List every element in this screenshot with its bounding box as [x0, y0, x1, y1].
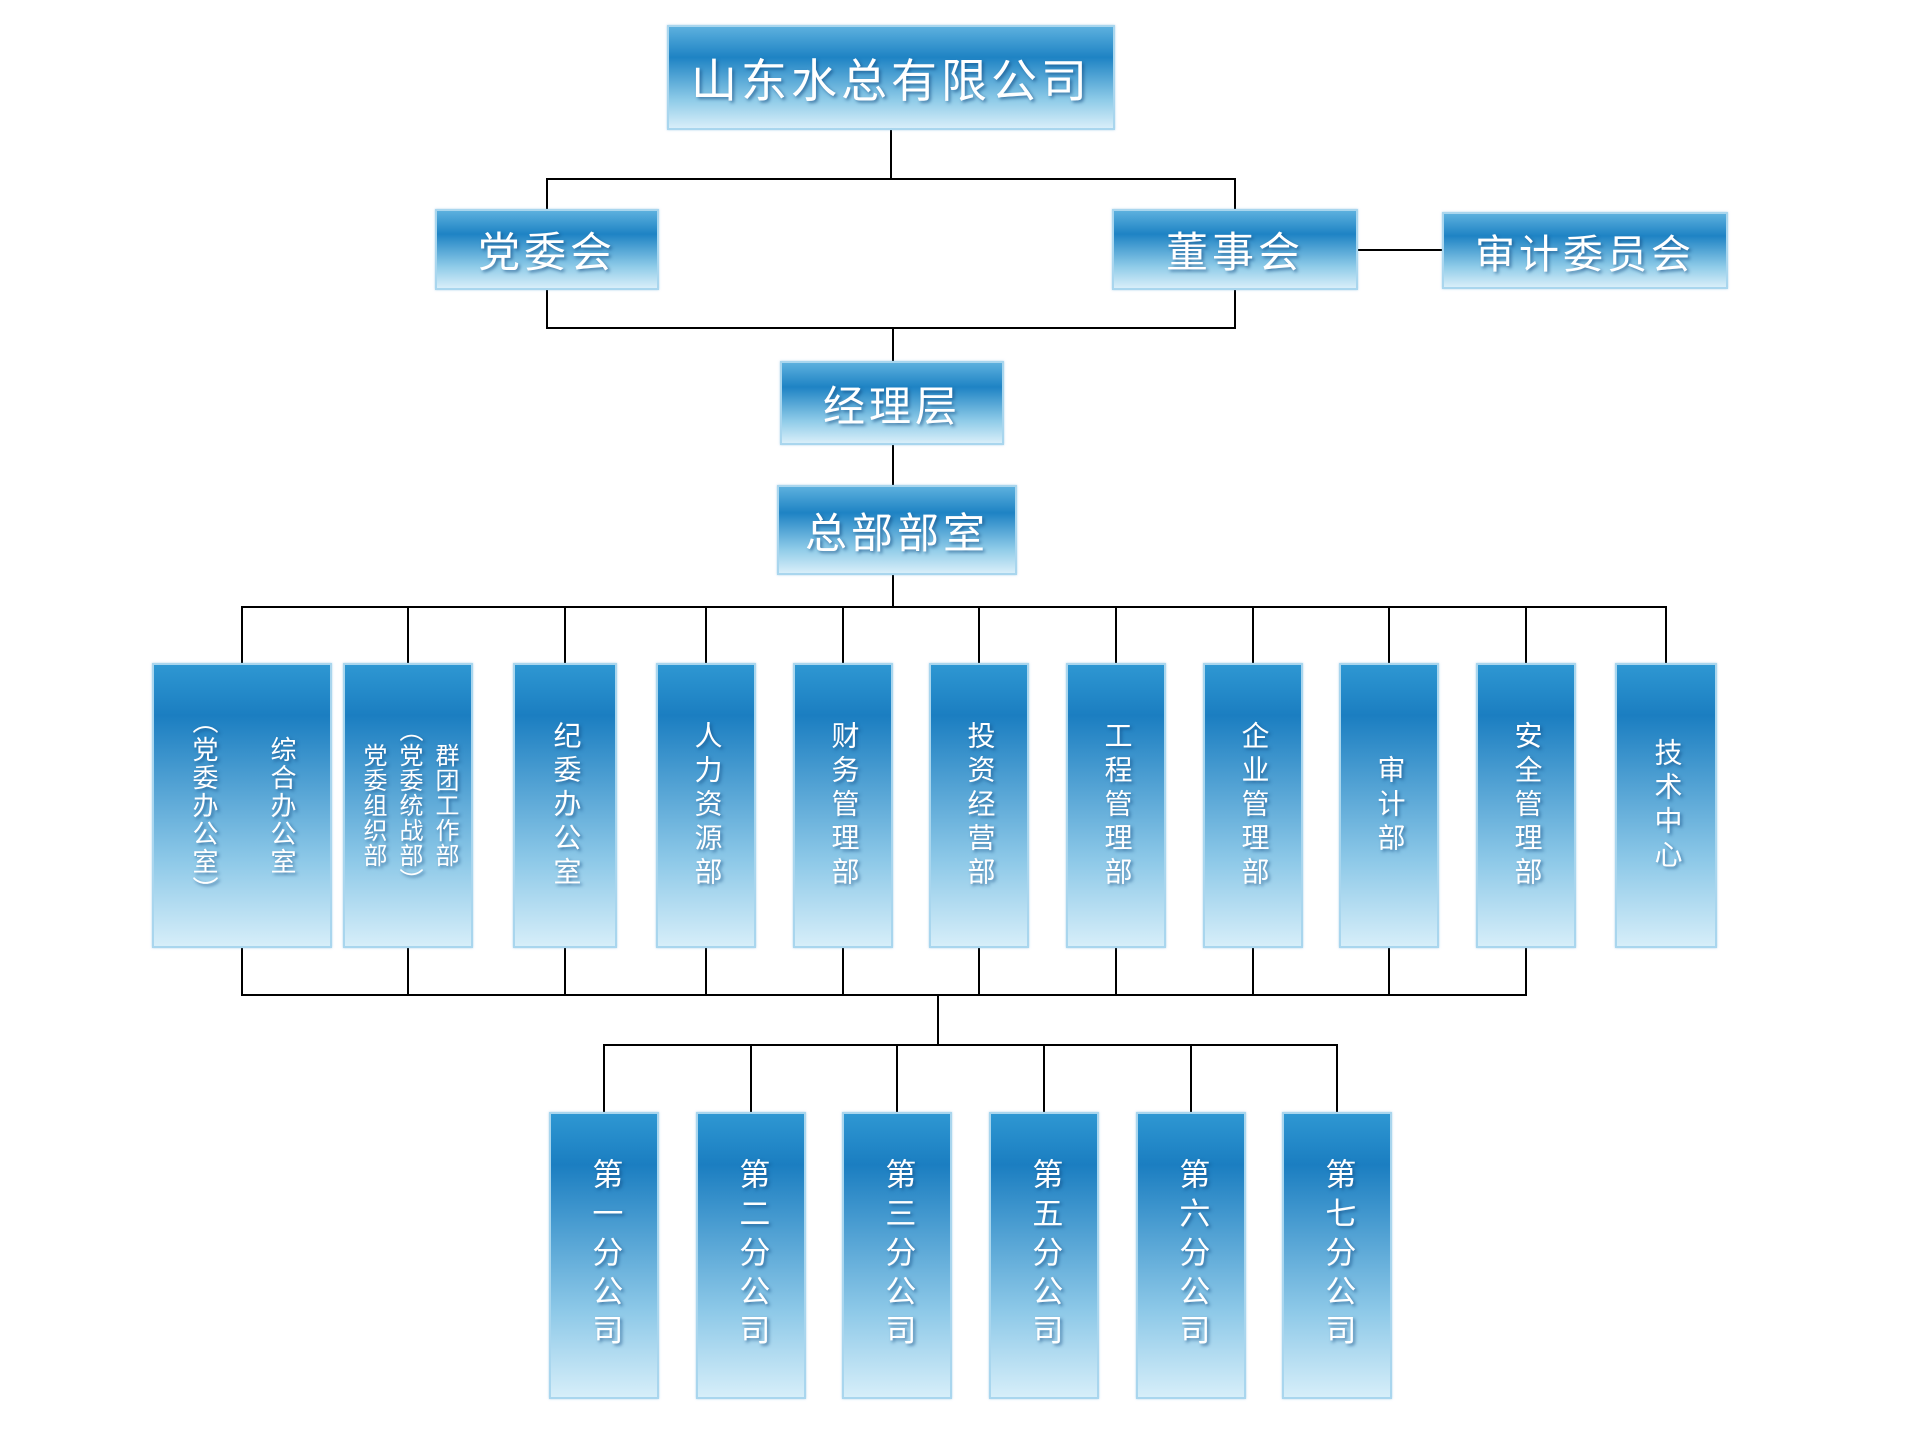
org-node-branch-3-label: 第三分公司 — [880, 1158, 916, 1353]
org-node-company: 山东水总有限公司 — [667, 25, 1115, 130]
connector-line — [1252, 948, 1254, 996]
org-node-audit-committee-label: 审计委员会 — [1475, 231, 1695, 277]
org-node-tech-center: 技术中心 — [1615, 663, 1717, 948]
org-node-investment-dept-label: 投资经营部 — [963, 720, 995, 891]
connector-line — [1388, 948, 1390, 996]
org-node-enterprise-mgmt-dept: 企业管理部 — [1203, 663, 1303, 948]
org-node-branch-3: 第三分公司 — [842, 1112, 952, 1399]
org-node-company-label: 山东水总有限公司 — [691, 55, 1091, 107]
connector-line — [407, 606, 409, 665]
org-node-management-team: 经理层 — [780, 361, 1004, 445]
connector-line — [937, 994, 939, 1046]
org-node-branch-2: 第二分公司 — [696, 1112, 806, 1399]
connector-line — [546, 178, 1236, 180]
org-node-engineering-dept-label: 工程管理部 — [1100, 720, 1132, 891]
org-node-tech-center-label: 技术中心 — [1650, 737, 1682, 874]
org-node-hr-dept-label: 人力资源部 — [690, 720, 722, 891]
connector-line — [546, 178, 548, 211]
connector-line — [1115, 606, 1117, 665]
org-node-hq-departments: 总部部室 — [777, 485, 1017, 575]
connector-line — [1336, 1044, 1338, 1114]
connector-line — [546, 290, 548, 329]
org-node-branch-1-label: 第一分公司 — [587, 1158, 623, 1353]
connector-line — [978, 948, 980, 996]
connector-line — [842, 948, 844, 996]
connector-line — [546, 327, 1236, 329]
connector-line — [750, 1044, 752, 1114]
connector-line — [241, 606, 243, 665]
connector-line — [603, 1044, 1338, 1046]
org-node-branch-5: 第五分公司 — [989, 1112, 1099, 1399]
connector-line — [1525, 606, 1527, 665]
org-node-finance-dept: 财务管理部 — [793, 663, 893, 948]
org-node-branch-5-label: 第五分公司 — [1027, 1158, 1063, 1353]
org-node-organization-dept-label: 群团工作部 （党委统战部） 党委组织部 — [359, 718, 457, 893]
connector-line — [892, 575, 894, 608]
connector-line — [241, 948, 243, 996]
connector-line — [241, 994, 1527, 996]
connector-line — [842, 606, 844, 665]
org-node-hq-label: 总部部室 — [804, 511, 989, 558]
org-node-general-office: 综合办公室 （党委办公室） — [152, 663, 332, 948]
connector-line — [603, 1044, 605, 1114]
connector-line — [241, 606, 1667, 608]
org-node-enterprise-mgmt-dept-label: 企业管理部 — [1237, 720, 1269, 891]
connector-line — [705, 606, 707, 665]
org-node-branch-2-label: 第二分公司 — [734, 1158, 770, 1353]
org-node-branch-7: 第七分公司 — [1282, 1112, 1392, 1399]
org-node-branch-6-label: 第六分公司 — [1174, 1158, 1210, 1353]
org-node-management-label: 经理层 — [822, 384, 961, 431]
connector-line — [564, 948, 566, 996]
connector-line — [892, 445, 894, 487]
connector-line — [1358, 249, 1444, 251]
connector-line — [892, 327, 894, 363]
connector-line — [1190, 1044, 1192, 1114]
org-node-safety-dept-label: 安全管理部 — [1510, 720, 1542, 891]
connector-line — [978, 606, 980, 665]
connector-line — [1388, 606, 1390, 665]
connector-line — [1252, 606, 1254, 665]
org-node-board-label: 董事会 — [1165, 231, 1304, 277]
connector-line — [896, 1044, 898, 1114]
org-node-branch-7-label: 第七分公司 — [1320, 1158, 1356, 1353]
org-node-audit-dept: 审计部 — [1339, 663, 1439, 948]
org-node-audit-dept-label: 审计部 — [1373, 754, 1405, 857]
org-node-board-of-directors: 董事会 — [1112, 209, 1358, 290]
org-node-branch-1: 第一分公司 — [549, 1112, 659, 1399]
org-node-safety-dept: 安全管理部 — [1476, 663, 1576, 948]
org-node-finance-dept-label: 财务管理部 — [827, 720, 859, 891]
org-node-party-committee: 党委会 — [435, 209, 659, 290]
org-node-hr-dept: 人力资源部 — [656, 663, 756, 948]
org-node-audit-committee: 审计委员会 — [1442, 212, 1728, 289]
connector-line — [1665, 606, 1667, 665]
connector-line — [1115, 948, 1117, 996]
connector-line — [407, 948, 409, 996]
connector-line — [1234, 178, 1236, 211]
org-node-party-committee-label: 党委会 — [477, 231, 616, 277]
org-node-organization-dept: 群团工作部 （党委统战部） 党委组织部 — [343, 663, 473, 948]
connector-line — [705, 948, 707, 996]
org-node-engineering-dept: 工程管理部 — [1066, 663, 1166, 948]
connector-line — [1525, 948, 1527, 996]
org-node-investment-dept: 投资经营部 — [929, 663, 1029, 948]
connector-line — [1043, 1044, 1045, 1114]
org-node-branch-6: 第六分公司 — [1136, 1112, 1246, 1399]
connector-line — [564, 606, 566, 665]
org-node-discipline-office-label: 纪委办公室 — [549, 720, 581, 891]
connector-line — [890, 130, 892, 178]
org-node-discipline-office: 纪委办公室 — [513, 663, 617, 948]
org-node-general-office-label: 综合办公室 （党委办公室） — [189, 707, 296, 904]
connector-line — [1234, 290, 1236, 329]
